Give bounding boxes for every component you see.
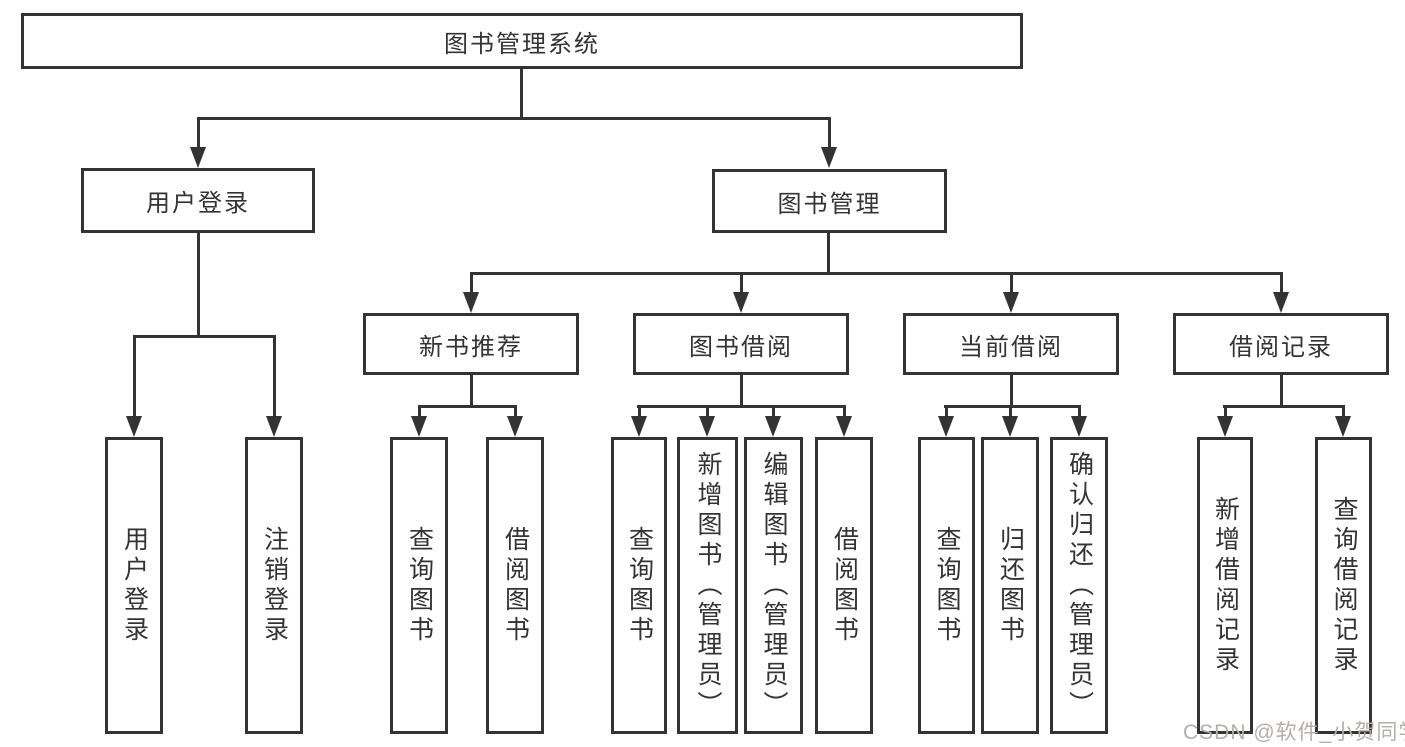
leaf-current-query: 查询图书 (918, 437, 975, 734)
leaf-borrow-query: 查询图书 (611, 437, 667, 734)
node-new-books-label: 新书推荐 (419, 333, 523, 361)
arrow-borrow-records-leaf-2 (1335, 408, 1352, 437)
connector-root-bar (197, 117, 831, 120)
node-book-mgmt: 图书管理 (712, 169, 947, 233)
arrow-to-leaf-logout (266, 338, 283, 437)
node-current-borrow: 当前借阅 (903, 313, 1119, 375)
leaf-user-login: 用户登录 (105, 437, 163, 734)
leaf-borrow-edit-admin-label: 编辑图书（管理员） (760, 450, 788, 721)
connector-book-borrow-bar (637, 405, 846, 408)
arrow-to-new-books (463, 275, 480, 313)
leaf-borrow-edit-admin: 编辑图书（管理员） (744, 437, 803, 734)
arrow-current-borrow-leaf-1 (938, 408, 955, 437)
connector-new-books-bar (418, 405, 517, 408)
leaf-current-confirm-admin: 确认归还（管理员） (1050, 437, 1108, 734)
connector-new-books-stem (470, 375, 473, 408)
node-current-borrow-label: 当前借阅 (959, 333, 1063, 361)
connector-root-stem (520, 69, 523, 120)
node-borrow-records: 借阅记录 (1173, 313, 1389, 375)
arrow-new-books-leaf-1 (411, 408, 428, 437)
leaf-records-query: 查询借阅记录 (1315, 437, 1372, 734)
node-book-borrow: 图书借阅 (633, 313, 849, 375)
leaf-records-add: 新增借阅记录 (1197, 437, 1253, 734)
arrow-to-leaf-login (126, 338, 143, 437)
leaf-current-return-label: 归还图书 (996, 525, 1025, 646)
leaf-logout-label: 注销登录 (260, 525, 289, 646)
leaf-borrow-add-admin: 新增图书（管理员） (677, 437, 738, 734)
connector-book-borrow-stem (740, 375, 743, 408)
leaf-new-books-query-label: 查询图书 (405, 525, 434, 646)
connector-book-mgmt-bar (470, 272, 1283, 275)
arrow-book-borrow-leaf-1 (631, 408, 648, 437)
arrow-borrow-records-leaf-1 (1217, 408, 1234, 437)
leaf-new-books-borrow: 借阅图书 (486, 437, 544, 734)
leaf-current-query-label: 查询图书 (933, 525, 961, 646)
leaf-new-books-borrow-label: 借阅图书 (501, 525, 530, 646)
arrow-current-borrow-leaf-3 (1071, 408, 1088, 437)
node-user-login: 用户登录 (81, 168, 315, 233)
arrow-book-borrow-leaf-2 (699, 408, 716, 437)
arrow-current-borrow-leaf-2 (1002, 408, 1019, 437)
connector-current-borrow-bar (944, 405, 1081, 408)
arrow-new-books-leaf-2 (507, 408, 524, 437)
arrow-to-current-borrow (1003, 275, 1020, 313)
connector-user-login-stem (197, 233, 200, 338)
arrow-to-book-mgmt (821, 120, 838, 168)
arrow-book-borrow-leaf-4 (836, 408, 853, 437)
leaf-current-confirm-admin-label: 确认归还（管理员） (1065, 450, 1094, 721)
leaf-user-login-label: 用户登录 (120, 525, 149, 646)
arrow-book-borrow-leaf-3 (765, 408, 782, 437)
node-book-borrow-label: 图书借阅 (689, 333, 793, 361)
csdn-watermark: CSDN @软件_小贺同学 (1183, 721, 1405, 744)
connector-borrow-records-stem (1280, 375, 1283, 408)
leaf-logout: 注销登录 (245, 437, 303, 734)
connector-user-login-bar (133, 335, 276, 338)
leaf-new-books-query: 查询图书 (390, 437, 448, 734)
connector-borrow-records-bar (1223, 405, 1345, 408)
leaf-borrow-add-admin-label: 新增图书（管理员） (694, 450, 722, 721)
node-user-login-label: 用户登录 (146, 190, 250, 217)
leaf-borrow-query-label: 查询图书 (625, 525, 654, 646)
connector-current-borrow-stem (1010, 375, 1013, 408)
arrow-to-borrow-records (1273, 275, 1290, 313)
connector-book-mgmt-stem (827, 233, 830, 275)
leaf-borrow-borrow-label: 借阅图书 (830, 525, 859, 646)
node-root-label: 图书管理系统 (444, 30, 600, 58)
arrow-to-user-login (190, 120, 207, 168)
node-root: 图书管理系统 (21, 13, 1023, 69)
node-new-books: 新书推荐 (363, 313, 579, 375)
node-borrow-records-label: 借阅记录 (1229, 333, 1333, 361)
leaf-records-add-label: 新增借阅记录 (1211, 495, 1240, 676)
node-book-mgmt-label: 图书管理 (777, 190, 882, 218)
leaf-current-return: 归还图书 (981, 437, 1039, 734)
leaf-borrow-borrow: 借阅图书 (815, 437, 873, 734)
leaf-records-query-label: 查询借阅记录 (1330, 495, 1358, 676)
arrow-to-book-borrow (733, 275, 750, 313)
